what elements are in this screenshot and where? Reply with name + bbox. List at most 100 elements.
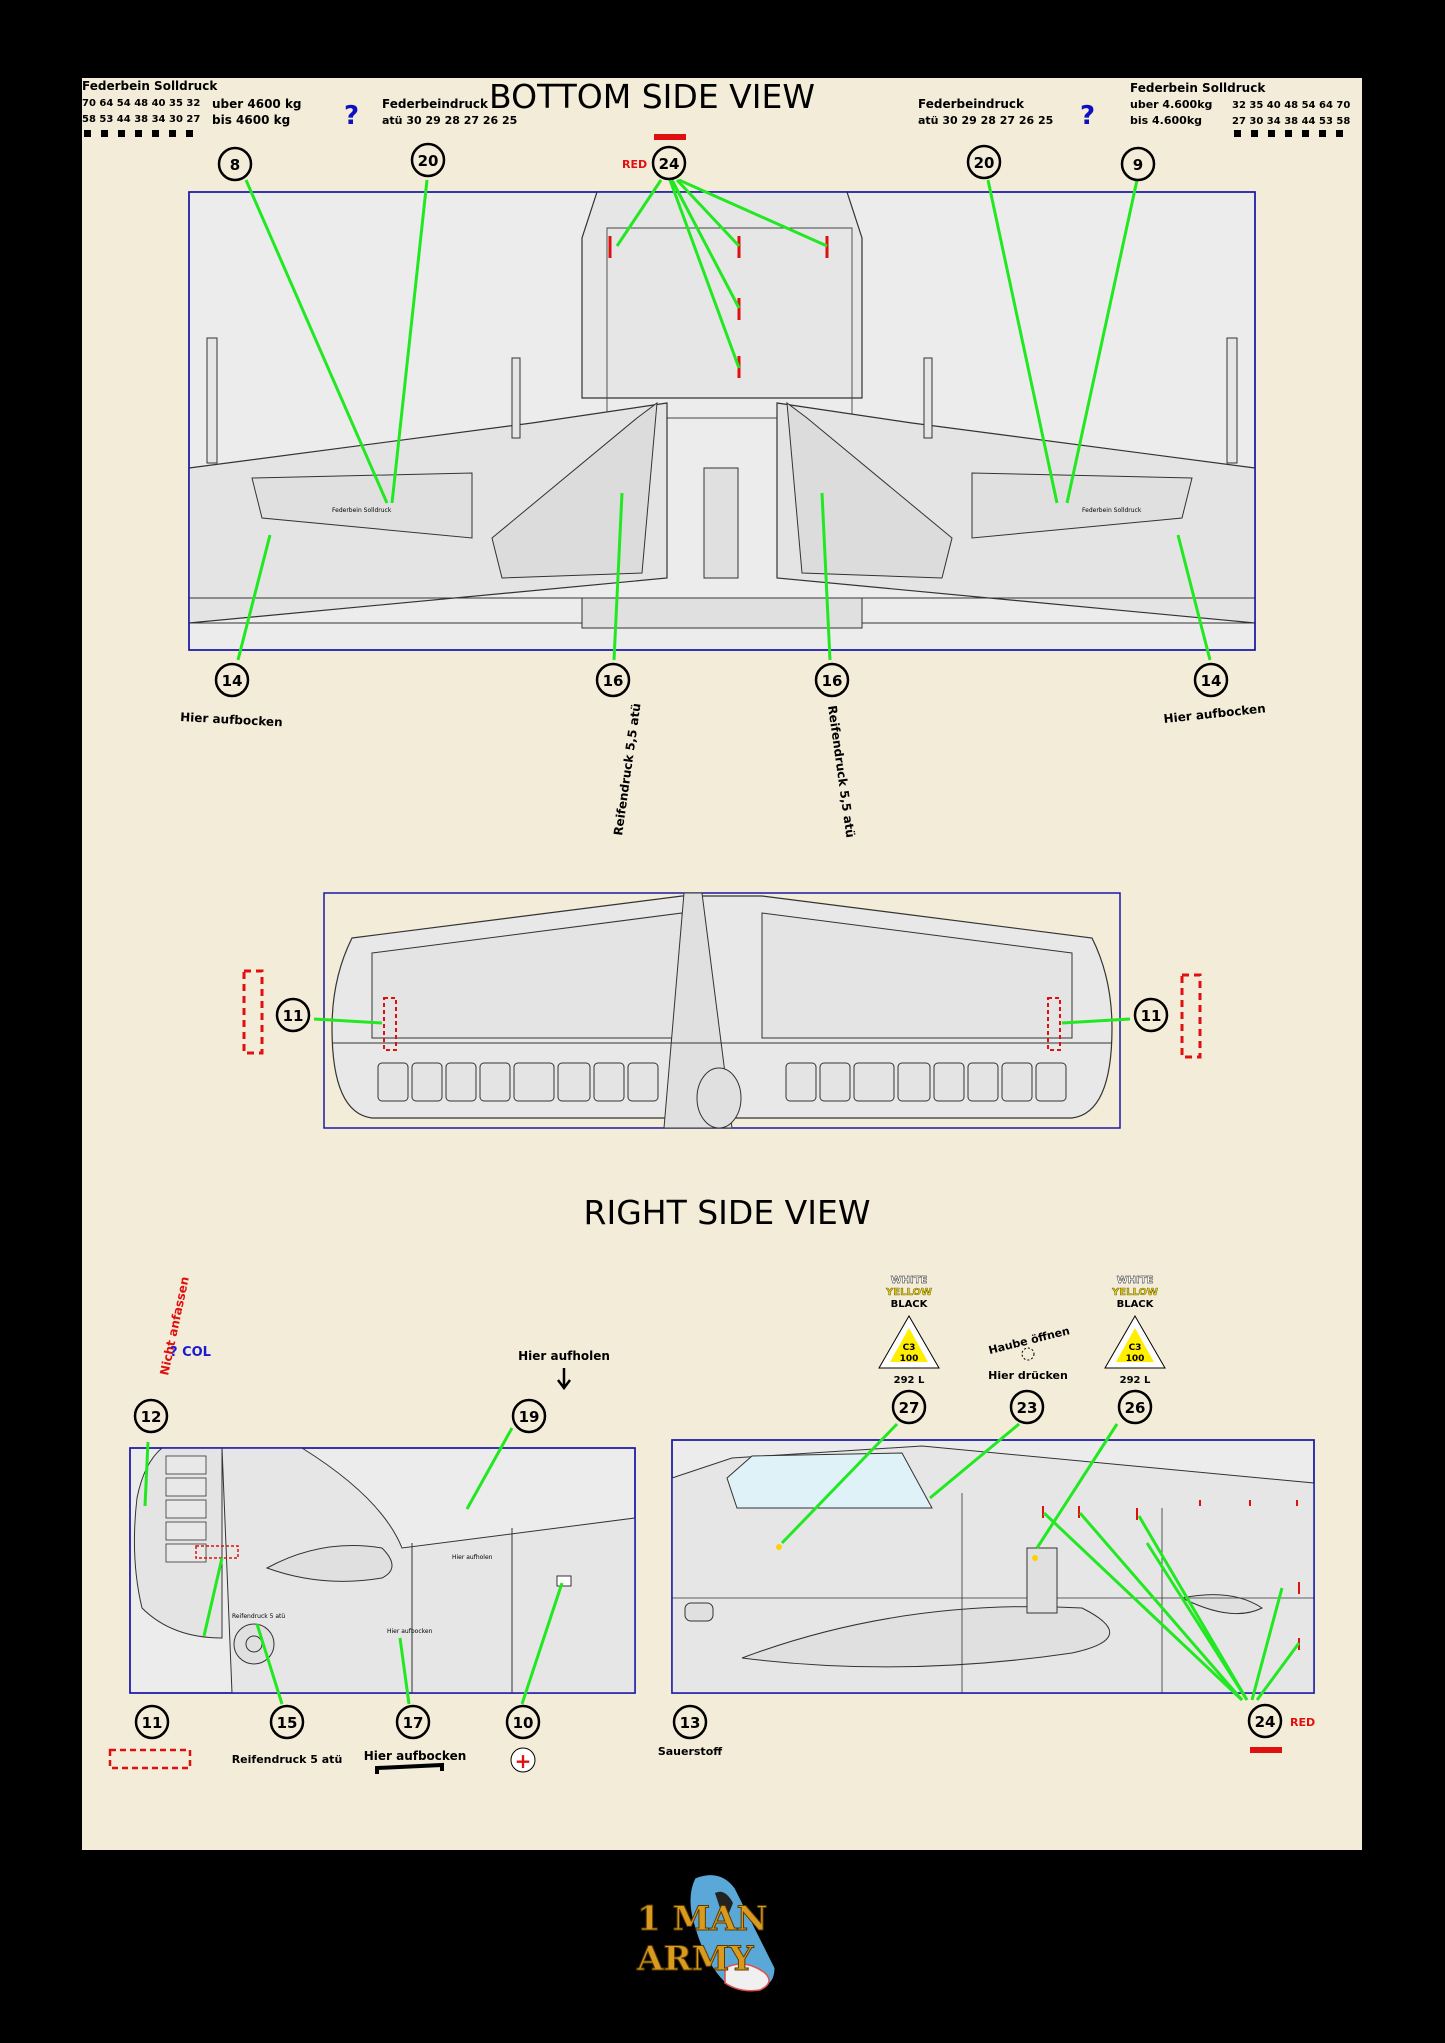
- left-solldruck-row1: 70 64 54 48 40 35 32: [82, 98, 200, 109]
- right-until-weight: bis 4.600kg: [1130, 114, 1202, 127]
- left-until-weight: bis 4600 kg: [212, 113, 290, 127]
- bottom-view-title: BOTTOM SIDE VIEW: [489, 78, 815, 116]
- marker-20-left: 20: [410, 142, 446, 178]
- marker-16-left: 16: [595, 662, 631, 698]
- marker-17: 17: [395, 1704, 431, 1740]
- marker-14-left: 14: [214, 662, 250, 698]
- marker-11-tail-left: 11: [275, 997, 311, 1033]
- svg-text:YELLOW: YELLOW: [885, 1287, 932, 1298]
- reifendruck-label-left: Reifendruck 5,5 atü: [611, 702, 643, 836]
- left-over-weight: uber 4600 kg: [212, 97, 302, 111]
- hier-aufbocken-right: Hier aufbocken: [1163, 701, 1266, 726]
- marker-10: 10: [505, 1704, 541, 1740]
- svg-text:292 L: 292 L: [1120, 1375, 1151, 1386]
- hier-drucken-label: Hier drücken: [988, 1369, 1068, 1382]
- svg-text:8: 8: [230, 156, 240, 174]
- left-federbeindruck-title: Federbeindruck: [382, 97, 489, 111]
- red-dashed-decal-left: [242, 969, 264, 1055]
- svg-text:19: 19: [519, 1408, 540, 1426]
- question-col-label: ? COL: [170, 1345, 211, 1360]
- svg-text:Federbein Solldruck: Federbein Solldruck: [1082, 507, 1142, 514]
- red-color-swatch-bottom: [1250, 1747, 1282, 1753]
- svg-text:13: 13: [680, 1714, 701, 1732]
- instruction-sheet: BOTTOM SIDE VIEW Federbein Solldruck 70 …: [82, 78, 1362, 1850]
- right-view-rear-drawing: [671, 1439, 1315, 1694]
- right-solldruck-row1: 32 35 40 48 54 64 70: [1232, 100, 1350, 111]
- svg-text:24: 24: [659, 155, 680, 173]
- marker-16-right: 16: [814, 662, 850, 698]
- hier-aufbocken-left: Hier aufbocken: [180, 710, 283, 729]
- svg-text:Hier aufbocken: Hier aufbocken: [387, 1628, 433, 1635]
- svg-text:20: 20: [974, 154, 995, 172]
- marker-13: 13: [672, 1704, 708, 1740]
- svg-text:17: 17: [403, 1714, 424, 1732]
- marker-20-right: 20: [966, 144, 1002, 180]
- svg-text:14: 14: [1201, 672, 1222, 690]
- haube-offnen-label: Haube öffnen: [987, 1324, 1071, 1357]
- marker-26: 26: [1117, 1389, 1153, 1425]
- reifendruck-5-label: Reifendruck 5 atü: [232, 1753, 343, 1766]
- marker-23: 23: [1009, 1389, 1045, 1425]
- svg-text:15: 15: [277, 1714, 298, 1732]
- svg-text:WHITE: WHITE: [891, 1275, 928, 1286]
- sauerstoff-label: Sauerstoff: [658, 1745, 722, 1758]
- marker-15: 15: [269, 1704, 305, 1740]
- svg-text:26: 26: [1125, 1399, 1146, 1417]
- svg-text:16: 16: [603, 672, 624, 690]
- marker-24-bottom: 24: [1247, 1703, 1283, 1739]
- down-arrow-icon: [557, 1368, 571, 1391]
- marker-27: 27: [891, 1389, 927, 1425]
- right-view-front-frame: [129, 1447, 636, 1694]
- red-label-top: RED: [622, 158, 647, 171]
- reifendruck-label-right: Reifendruck 5,5 atü: [825, 704, 857, 838]
- svg-text:C3: C3: [903, 1343, 916, 1353]
- svg-text:WHITE: WHITE: [1117, 1275, 1154, 1286]
- left-question-mark: ?: [344, 101, 359, 131]
- marker-11-tail-right: 11: [1133, 997, 1169, 1033]
- right-view-title: RIGHT SIDE VIEW: [584, 1193, 871, 1232]
- marker-19: 19: [511, 1398, 547, 1434]
- svg-text:1 MAN: 1 MAN: [637, 1899, 768, 1939]
- first-aid-icon: +: [510, 1747, 536, 1773]
- right-tick-marks: [1234, 130, 1343, 137]
- svg-text:Federbein Solldruck: Federbein Solldruck: [332, 507, 392, 514]
- svg-text:Hier aufholen: Hier aufholen: [452, 1554, 493, 1561]
- svg-text:10: 10: [513, 1714, 534, 1732]
- marker-14-right: 14: [1193, 662, 1229, 698]
- svg-text:27: 27: [899, 1399, 920, 1417]
- svg-text:Reifendruck 5 atü: Reifendruck 5 atü: [232, 1613, 285, 1620]
- svg-text:14: 14: [222, 672, 243, 690]
- red-color-swatch: [654, 134, 686, 140]
- tail-leader-lines: [313, 1017, 1131, 1025]
- svg-text:100: 100: [1126, 1354, 1145, 1364]
- left-solldruck-row2: 58 53 44 38 34 30 27: [82, 114, 200, 125]
- right-federbeindruck-row: atü 30 29 28 27 26 25: [918, 114, 1053, 127]
- fuel-octane-decal-right: WHITE YELLOW BLACK C3 100 292 L: [1104, 1275, 1166, 1386]
- right-view-rear-frame: [671, 1439, 1315, 1694]
- right-view-leader-lines: [143, 1422, 1301, 1705]
- svg-text:C3: C3: [1129, 1343, 1142, 1353]
- canopy-release-icon: [1021, 1347, 1035, 1361]
- left-federbeindruck-row: atü 30 29 28 27 26 25: [382, 114, 517, 127]
- red-label-bottom: RED: [1290, 1716, 1315, 1729]
- red-dashed-decal-side: [108, 1748, 192, 1770]
- svg-text:23: 23: [1017, 1399, 1038, 1417]
- marker-9: 9: [1120, 146, 1156, 182]
- one-man-army-logo: 1 MAN ARMY: [636, 1874, 776, 1992]
- svg-text:BLACK: BLACK: [891, 1299, 929, 1310]
- hier-aufbocken-side-label: Hier aufbocken: [364, 1749, 467, 1763]
- marker-8: 8: [217, 146, 253, 182]
- svg-text:BLACK: BLACK: [1117, 1299, 1155, 1310]
- left-tick-marks: [84, 130, 193, 137]
- svg-text:YELLOW: YELLOW: [1111, 1287, 1158, 1298]
- bottom-leader-lines: [236, 178, 1212, 661]
- right-solldruck-row2: 27 30 34 38 44 53 58: [1232, 116, 1350, 127]
- svg-text:24: 24: [1255, 1713, 1276, 1731]
- svg-text:11: 11: [1141, 1007, 1162, 1025]
- marker-12: 12: [133, 1398, 169, 1434]
- red-dashed-decal-right: [1180, 973, 1202, 1059]
- svg-text:100: 100: [900, 1354, 919, 1364]
- svg-text:ARMY: ARMY: [636, 1939, 754, 1979]
- hier-aufholen-label: Hier aufholen: [518, 1349, 610, 1363]
- bottom-view-drawing: Federbein Solldruck Federbein Solldruck: [188, 191, 1256, 651]
